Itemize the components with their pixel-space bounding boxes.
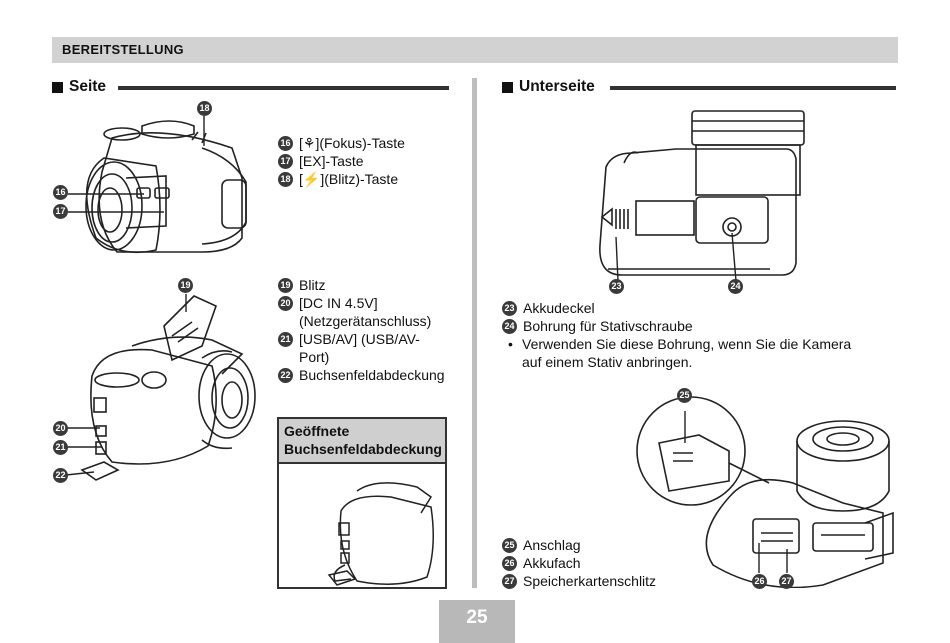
left-section-title-text: Seite	[69, 78, 107, 95]
item-text: Buchsenfeldabdeckung	[299, 367, 445, 383]
callout-26: 26	[752, 574, 767, 589]
callout-20: 20	[53, 421, 68, 436]
item-number: 26	[502, 555, 517, 571]
left-list-2: 19 Blitz 20 [DC IN 4.5V] (Netzgerätanschlu…	[278, 276, 445, 384]
item-number: 16	[278, 135, 293, 151]
item-text: [USB/AV] (USB/AV-	[299, 331, 420, 347]
callout-27: 27	[779, 574, 794, 589]
camera-flash-illustration	[65, 294, 256, 481]
item-number: 25	[502, 537, 517, 553]
item-text: [⚡](Blitz)-Taste	[299, 171, 399, 187]
box-title-line-2: Buchsenfeldabdeckung	[284, 441, 442, 457]
item-number: 19	[278, 277, 293, 293]
right-list-1: 23 Akkudeckel 24 Bohrung für Stativschraub…	[502, 299, 851, 371]
callout-25: 25	[677, 388, 692, 403]
open-port-cover-illustration	[327, 482, 434, 586]
list-item: 24 Bohrung für Stativschraube	[502, 317, 851, 335]
left-section-title: Seite	[52, 78, 106, 96]
callout-19: 19	[178, 278, 193, 293]
list-item: 21 [USB/AV] (USB/AV-	[278, 330, 445, 348]
callout-24: 24	[728, 279, 743, 294]
list-item: 18 [⚡](Blitz)-Taste	[278, 170, 405, 188]
column-divider	[472, 78, 477, 588]
item-text: Port)	[299, 349, 330, 365]
right-title-rule	[610, 86, 896, 90]
square-bullet-icon	[52, 81, 63, 93]
item-number: 22	[278, 367, 293, 383]
item-text: Akkufach	[523, 555, 581, 571]
box-title-line-1: Geöffnete	[284, 423, 350, 439]
open-port-cover-box: Geöffnete Buchsenfeldabdeckung	[277, 417, 447, 589]
item-text: Speicherkartenschlitz	[523, 573, 657, 589]
item-number: 18	[278, 171, 293, 187]
callout-16: 16	[53, 185, 68, 200]
callout-17: 17	[53, 204, 68, 219]
right-section-title-text: Unterseite	[519, 78, 595, 95]
item-number: 17	[278, 153, 293, 169]
box-title: Geöffnete Buchsenfeldabdeckung	[279, 419, 445, 464]
item-text: [EX]-Taste	[299, 153, 364, 169]
list-item-continued: Port)	[278, 348, 445, 366]
left-list-1: 16 [⚘](Fokus)-Taste 17 [EX]-Taste 18 [⚡](Bl…	[278, 134, 405, 188]
section-header-title: BEREITSTELLUNG	[62, 42, 184, 57]
square-bullet-icon	[502, 81, 513, 93]
item-number: 27	[502, 573, 517, 589]
list-item: 17 [EX]-Taste	[278, 152, 405, 170]
item-text: (Netzgerätanschluss)	[299, 313, 432, 329]
camera-side-illustration	[68, 116, 247, 254]
left-title-rule	[118, 86, 449, 90]
item-text: [DC IN 4.5V]	[299, 295, 378, 311]
item-text: [⚘](Fokus)-Taste	[299, 135, 405, 151]
callout-22: 22	[53, 468, 68, 483]
list-item: 22 Buchsenfeldabdeckung	[278, 366, 445, 384]
page-number: 25	[466, 607, 488, 628]
item-text: Akkudeckel	[523, 300, 595, 316]
right-list-2: 25 Anschlag 26 Akkufach 27 Speicherkartensc…	[502, 536, 656, 590]
callout-23: 23	[609, 279, 624, 294]
bullet-note-line-2: auf einem Stativ anbringen.	[522, 354, 693, 370]
item-number: 20	[278, 295, 293, 311]
right-section-title: Unterseite	[502, 78, 595, 96]
list-item-continued: (Netzgerätanschluss)	[278, 312, 445, 330]
item-number: 21	[278, 331, 293, 347]
item-number: 24	[502, 318, 517, 334]
list-item: 20 [DC IN 4.5V]	[278, 294, 445, 312]
page-number-box: 25	[439, 600, 515, 643]
list-item: 19 Blitz	[278, 276, 445, 294]
item-text: Bohrung für Stativschraube	[523, 318, 693, 334]
list-item: 26 Akkufach	[502, 554, 656, 572]
bullet-note-line-1: Verwenden Sie diese Bohrung, wenn Sie di…	[522, 336, 852, 352]
item-text: Blitz	[299, 277, 326, 293]
bullet-note: Verwenden Sie diese Bohrung, wenn Sie di…	[502, 335, 851, 371]
callout-21: 21	[53, 440, 68, 455]
item-text: Anschlag	[523, 537, 581, 553]
list-item: 25 Anschlag	[502, 536, 656, 554]
section-header-bar: BEREITSTELLUNG	[52, 37, 898, 63]
battery-compartment-illustration	[636, 396, 894, 588]
camera-bottom-illustration	[599, 110, 805, 282]
list-item: 23 Akkudeckel	[502, 299, 851, 317]
list-item: 16 [⚘](Fokus)-Taste	[278, 134, 405, 152]
list-item: 27 Speicherkartenschlitz	[502, 572, 656, 590]
item-number: 23	[502, 300, 517, 316]
callout-18: 18	[197, 101, 212, 116]
